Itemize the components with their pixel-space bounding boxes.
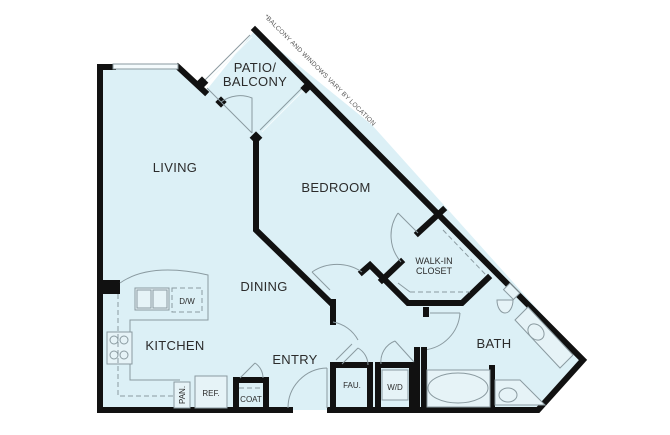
patio-window-right-inner [261,88,306,133]
patio-window-left [204,34,251,81]
vanity-sink [527,323,545,341]
vanity-counter [514,306,574,369]
room-label-patio-1: PATIO/ [234,60,277,75]
floor-area [100,30,583,410]
wd-door-swing [380,340,396,365]
living-window [112,63,179,70]
room-label-kitchen: KITCHEN [145,338,204,353]
wd-closet-wall [375,362,415,413]
kitchen-island-bar [119,269,209,381]
outer-wall-left [97,64,293,413]
living-patio-slider [206,87,222,103]
bath-side-counter [494,379,547,406]
bedroom-hall-wall [357,260,493,306]
kitchen-column [100,280,120,294]
room-label-living: LIVING [153,160,197,175]
toilet [496,299,514,314]
fau-door-right [341,347,359,365]
fixture-label-dishwasher: D/W [179,297,195,306]
coat-door-swing [254,362,264,379]
bathtub [426,369,491,408]
bath-door-swing [423,312,461,351]
coat-closet-wall [233,377,269,413]
dishwasher [171,287,203,313]
bedroom-living-wall [253,137,335,307]
sink-basin-left [136,289,152,309]
patio-window-right [259,86,304,131]
room-label-dining: DINING [240,279,287,294]
closet-door-swing [390,212,402,263]
patio-window-left-inner [206,36,253,83]
toilet-tank [502,282,521,301]
room-label-walkin-1: WALK-IN [415,256,452,266]
room-label-entry: ENTRY [272,352,317,367]
fau-door-swing [357,347,369,366]
fixture-label-coat: COAT [240,395,262,404]
fau-closet-wall [330,362,373,413]
burner-4 [119,350,129,360]
kitchen-sink [134,287,170,311]
outer-wall-diagonal [250,25,588,413]
pantry [173,381,191,409]
kitchen-upper-cabinets [117,294,175,397]
closet-door-leaf [397,212,419,234]
patio-post-1 [195,76,209,90]
closet-shelf [397,282,411,293]
room-label-bedroom: BEDROOM [301,180,370,195]
refrigerator [194,375,228,409]
stove [106,331,133,365]
burner-1 [109,335,119,345]
burner-2 [119,335,129,345]
room-label-walkin-2: CLOSET [416,266,453,276]
room-label-bath: BATH [477,336,512,351]
coat-door-leaf [239,362,256,379]
sink-basin-right [152,289,168,309]
entry-door-swing [287,367,328,409]
fixture-label-washer-dryer: W/D [387,383,403,392]
closet-wall-upper [413,205,448,238]
outer-wall-top-left [173,62,210,97]
closet-wall-lower [377,257,406,285]
bedroom-door-leaf [311,271,331,291]
bedroom-door-swing [311,263,363,273]
fixture-label-refrigerator: REF. [202,389,219,398]
room-label-patio-2: BALCONY [223,74,287,89]
closet-rod-diagonal [442,229,487,276]
bath-side-sink [498,387,518,403]
wd-door-leaf [394,340,415,363]
fixture-label-furnace: FAU. [343,381,361,390]
tub-basin [427,372,489,404]
fixture-label-pantry: PAN. [178,386,187,404]
fau-door-left [335,343,353,361]
patio-door-swing [220,95,253,134]
hall-door-swing [332,321,359,341]
washer-dryer [381,369,409,401]
